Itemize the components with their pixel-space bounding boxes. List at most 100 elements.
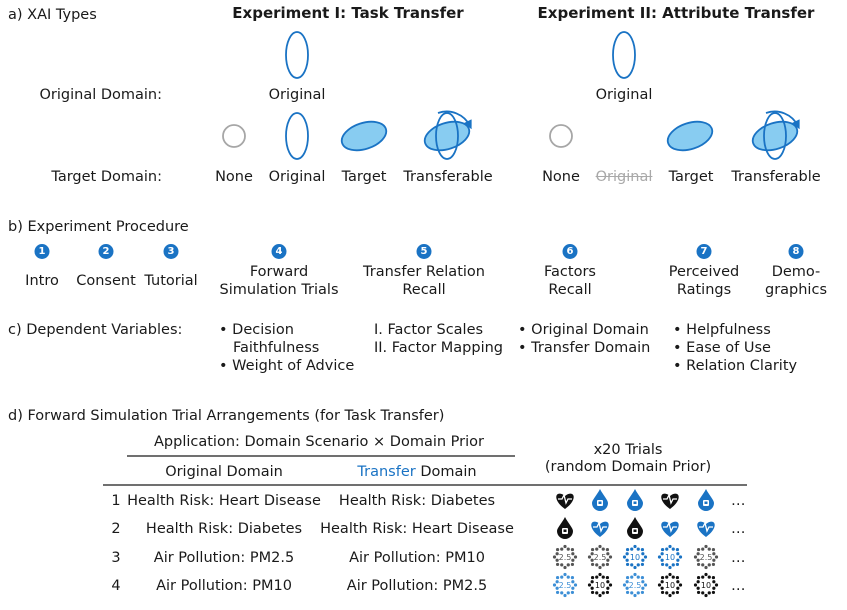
step-6-label-line2: Recall <box>548 282 592 298</box>
heart-icon <box>591 521 609 537</box>
exp2-transferable-label: Transferable <box>731 169 821 185</box>
row-original-domain: Air Pollution: PM2.5 <box>153 550 295 566</box>
step-4-label-line2: Simulation Trials <box>219 282 339 298</box>
row-number: 1 <box>111 493 121 509</box>
trials-header-line1: x20 Trials <box>593 442 663 458</box>
exp2-transferable-glyph <box>751 110 800 160</box>
step-4-label-line1: Forward <box>249 264 309 280</box>
exp1-original-target-ellipse <box>285 112 309 160</box>
svg-text:2.5: 2.5 <box>700 553 713 562</box>
target-domain-label: Target Domain: <box>51 169 162 185</box>
step-6-label-line1: Factors <box>544 264 596 280</box>
row-transfer-domain: Air Pollution: PM2.5 <box>346 578 488 594</box>
step-8-label-line1: Demo- <box>771 264 821 280</box>
particle-icon: 10 <box>587 572 613 598</box>
exp2-none-circle <box>549 124 573 148</box>
dv-faithfulness: Faithfulness <box>233 340 320 356</box>
step-2-number: 2 <box>98 244 114 259</box>
svg-text:2.5: 2.5 <box>594 553 607 562</box>
exp2-original-ellipse <box>612 31 636 79</box>
drop-icon <box>627 517 643 539</box>
more-trials-ellipsis: … <box>731 550 746 566</box>
section-c-title: c) Dependent Variables: <box>8 322 183 338</box>
row-transfer-domain: Air Pollution: PM10 <box>349 550 485 566</box>
dv-ease-of-use: • Ease of Use <box>673 340 771 356</box>
more-trials-ellipsis: … <box>731 578 746 594</box>
svg-text:2.5: 2.5 <box>559 553 572 562</box>
svg-text:10: 10 <box>665 553 675 562</box>
step-5-label-line1: Transfer Relation <box>363 264 485 280</box>
step-6-number: 6 <box>562 244 578 259</box>
step-8-label-line2: graphics <box>764 282 828 298</box>
exp2-original-label: Original <box>595 87 653 103</box>
xai-type-glyphs <box>222 31 800 160</box>
step-7-number: 7 <box>696 244 712 259</box>
more-trials-ellipsis: … <box>731 493 746 509</box>
step-2-label: Consent <box>76 273 136 289</box>
dv-decision: • Decision <box>219 322 294 338</box>
svg-text:10: 10 <box>665 581 675 590</box>
step-3-number: 3 <box>163 244 179 259</box>
dv-relation-clarity: • Relation Clarity <box>673 358 798 374</box>
exp2-none-label: None <box>542 169 580 185</box>
step-5-label-line2: Recall <box>402 282 446 298</box>
particle-icon: 2.5 <box>622 572 648 598</box>
original-domain-label: Original Domain: <box>39 87 163 103</box>
row-original-domain: Health Risk: Heart Disease <box>127 493 321 509</box>
step-1-number: 1 <box>34 244 50 259</box>
row-original-domain: Health Risk: Diabetes <box>145 521 303 537</box>
drop-icon <box>627 489 643 511</box>
step-1-label: Intro <box>25 273 59 289</box>
dv-factor-scales: I. Factor Scales <box>374 322 484 338</box>
step-5-number: 5 <box>416 244 432 259</box>
step-8-number: 8 <box>788 244 804 259</box>
more-trials-ellipsis: … <box>731 521 746 537</box>
exp2-target-label: Target <box>668 169 714 185</box>
drop-icon <box>557 517 573 539</box>
col-transfer-domain: Transfer Domain <box>357 463 476 481</box>
svg-text:10: 10 <box>701 581 711 590</box>
exp1-orig-label: Original <box>268 169 326 185</box>
experiment-2-title: Experiment II: Attribute Transfer <box>537 4 815 22</box>
particle-icon: 2.5 <box>693 544 719 570</box>
particle-icon: 10 <box>622 544 648 570</box>
exp1-none-label: None <box>215 169 253 185</box>
row-transfer-domain: Health Risk: Diabetes <box>338 493 496 509</box>
exp1-original-label: Original <box>268 87 326 103</box>
particle-icon: 2.5 <box>587 544 613 570</box>
domain-word: Domain <box>415 464 477 480</box>
svg-text:2.5: 2.5 <box>629 581 642 590</box>
trials-header-line2: (random Domain Prior) <box>544 459 712 475</box>
step-7-label-line1: Perceived <box>668 264 740 280</box>
heart-icon <box>661 493 679 509</box>
particle-icon: 2.5 <box>552 544 578 570</box>
drop-icon <box>592 489 608 511</box>
row-number: 3 <box>111 550 121 566</box>
step-4-number: 4 <box>271 244 287 259</box>
section-b-title: b) Experiment Procedure <box>8 219 189 235</box>
transfer-word: Transfer <box>357 464 416 480</box>
application-header: Application: Domain Scenario × Domain Pr… <box>154 434 484 450</box>
particle-icon: 10 <box>693 572 719 598</box>
exp2-target-ellipse <box>666 120 714 152</box>
dv-weight-of-advice: • Weight of Advice <box>219 358 355 374</box>
dv-original-domain: • Original Domain <box>518 322 649 338</box>
drop-icon <box>698 489 714 511</box>
exp1-transferable-label: Transferable <box>403 169 493 185</box>
exp1-target-ellipse <box>340 120 388 152</box>
svg-text:2.5: 2.5 <box>559 581 572 590</box>
exp2-orig-label-struck: Original <box>595 169 653 185</box>
particle-icon: 10 <box>657 572 683 598</box>
section-d-title: d) Forward Simulation Trial Arrangements… <box>8 408 445 424</box>
svg-text:10: 10 <box>595 581 605 590</box>
col-original-domain: Original Domain <box>165 464 283 480</box>
heart-icon <box>697 521 715 537</box>
row-original-domain: Air Pollution: PM10 <box>156 578 292 594</box>
dv-helpfulness: • Helpfulness <box>673 322 771 338</box>
dv-transfer-domain: • Transfer Domain <box>518 340 651 356</box>
step-3-label: Tutorial <box>144 273 198 289</box>
step-7-label-line2: Ratings <box>676 282 732 298</box>
exp1-none-circle <box>222 124 246 148</box>
svg-text:10: 10 <box>630 553 640 562</box>
